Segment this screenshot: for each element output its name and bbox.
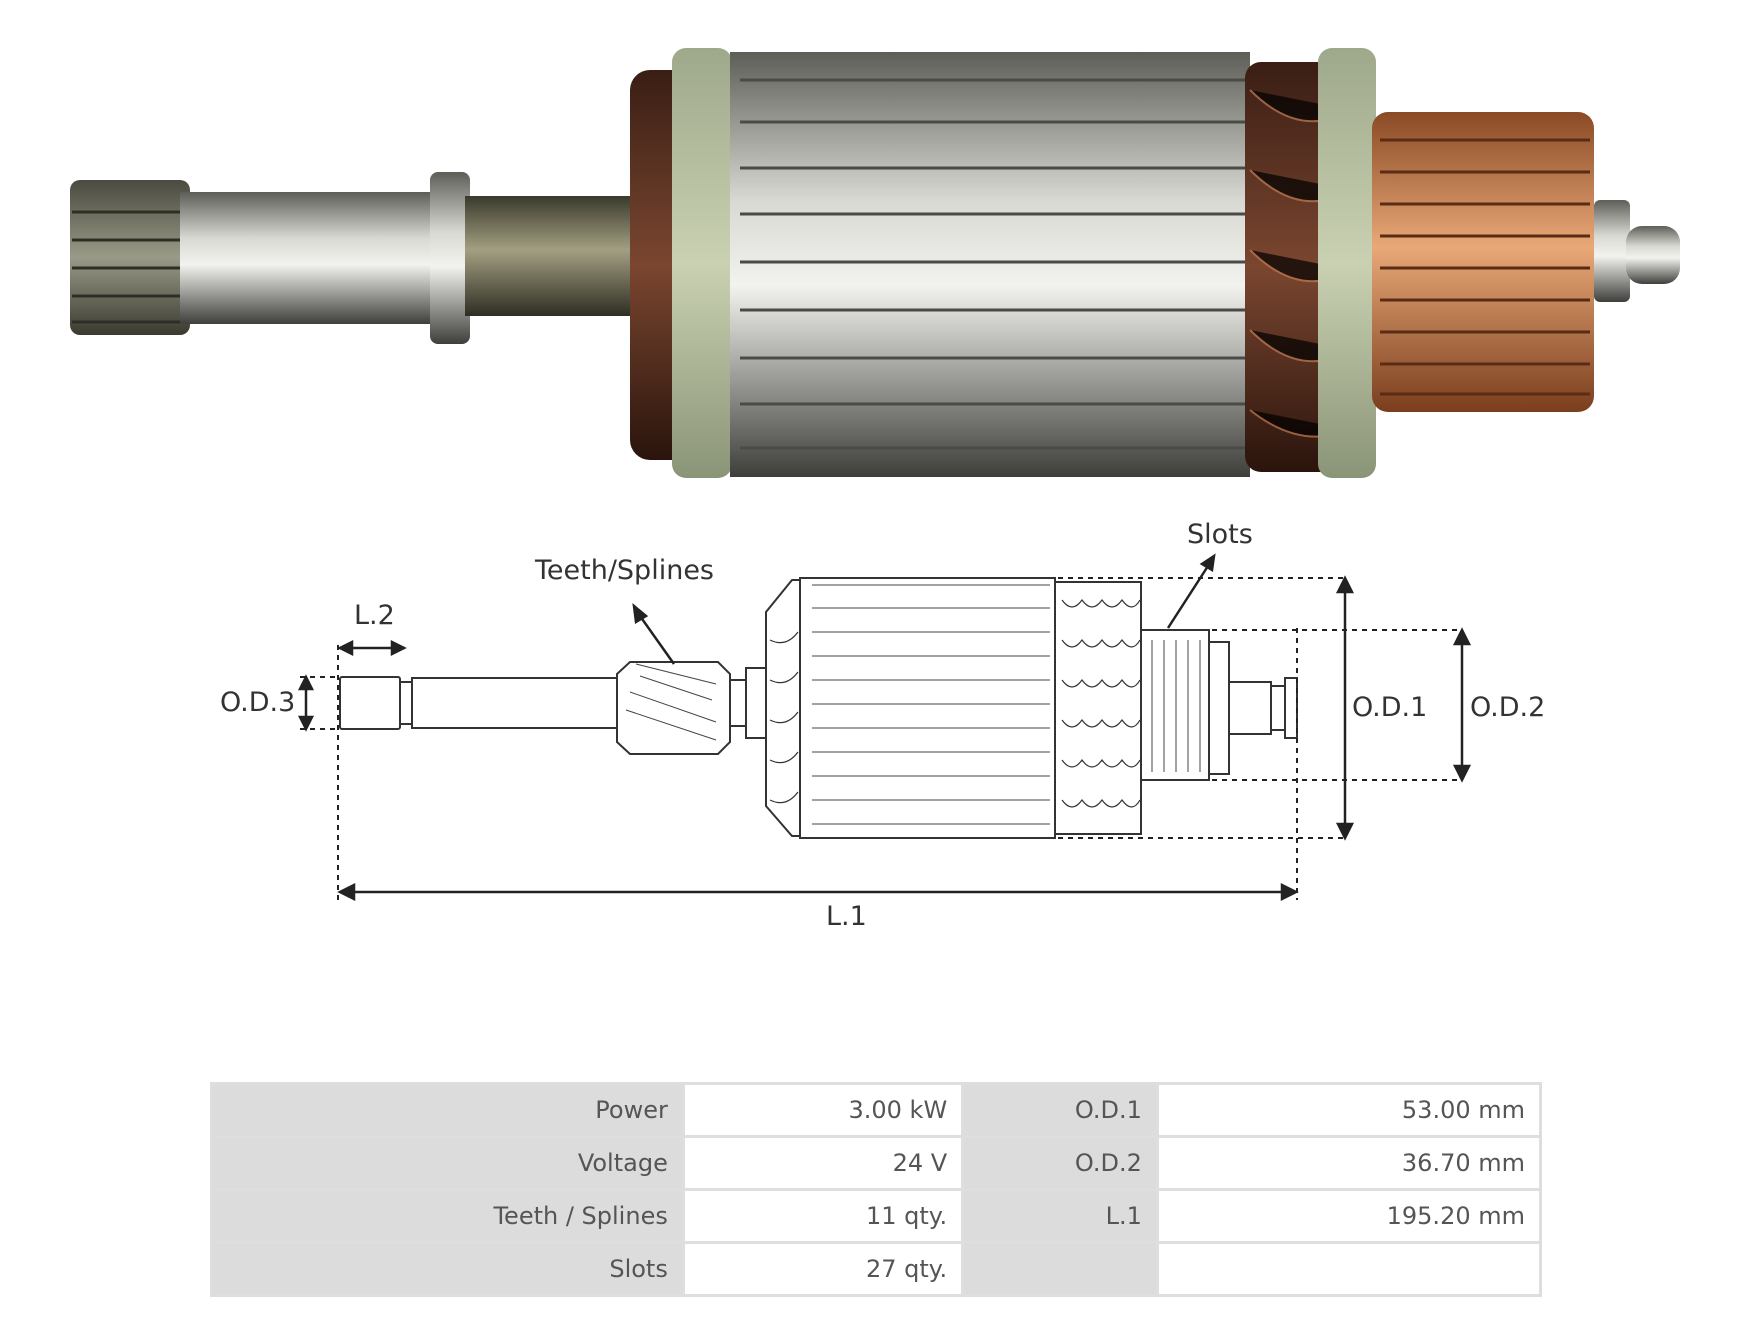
- spec-label: Teeth / Splines: [213, 1191, 682, 1241]
- spec-label: Power: [213, 1085, 682, 1135]
- spec-label: O.D.2: [964, 1138, 1156, 1188]
- table-row: Power 3.00 kW O.D.1 53.00 mm: [213, 1085, 1539, 1135]
- table-row: Slots 27 qty.: [213, 1244, 1539, 1294]
- slots-label: Slots: [1187, 519, 1253, 550]
- table-row: Teeth / Splines 11 qty. L.1 195.20 mm: [213, 1191, 1539, 1241]
- armature-photo: [70, 48, 1680, 478]
- l1-label: L.1: [826, 901, 867, 932]
- spec-value: 3.00 kW: [684, 1085, 962, 1135]
- spec-value: 11 qty.: [684, 1191, 962, 1241]
- specifications-table: Power 3.00 kW O.D.1 53.00 mm Voltage 24 …: [210, 1082, 1542, 1297]
- spec-label: Voltage: [213, 1138, 682, 1188]
- spec-value: 36.70 mm: [1158, 1138, 1539, 1188]
- laminated-core: [799, 577, 1056, 839]
- spline-gear: [616, 661, 731, 755]
- od2-label: O.D.2: [1470, 692, 1545, 723]
- end-shaft: [1228, 681, 1272, 735]
- spec-value: 27 qty.: [684, 1244, 962, 1294]
- dimension-drawing: Teeth/Splines Slots L.2 O.D.3 O.D.1 O.D.…: [220, 519, 1545, 932]
- spec-value: 195.20 mm: [1158, 1191, 1539, 1241]
- spec-label: L.1: [964, 1191, 1156, 1241]
- commutator: [1140, 629, 1210, 781]
- spec-value: 53.00 mm: [1158, 1085, 1539, 1135]
- spec-value: [1158, 1244, 1539, 1294]
- right-windings: [1054, 581, 1142, 835]
- shaft: [411, 677, 618, 729]
- teeth-splines-label: Teeth/Splines: [534, 555, 714, 586]
- left-windings: [765, 579, 801, 837]
- table-row: Voltage 24 V O.D.2 36.70 mm: [213, 1138, 1539, 1188]
- spec-label: [964, 1244, 1156, 1294]
- spec-label: O.D.1: [964, 1085, 1156, 1135]
- od1-label: O.D.1: [1352, 692, 1427, 723]
- od3-label: O.D.3: [220, 687, 295, 718]
- l2-label: L.2: [354, 600, 395, 631]
- shaft-stub: [339, 676, 401, 730]
- spec-value: 24 V: [684, 1138, 962, 1188]
- spec-label: Slots: [213, 1244, 682, 1294]
